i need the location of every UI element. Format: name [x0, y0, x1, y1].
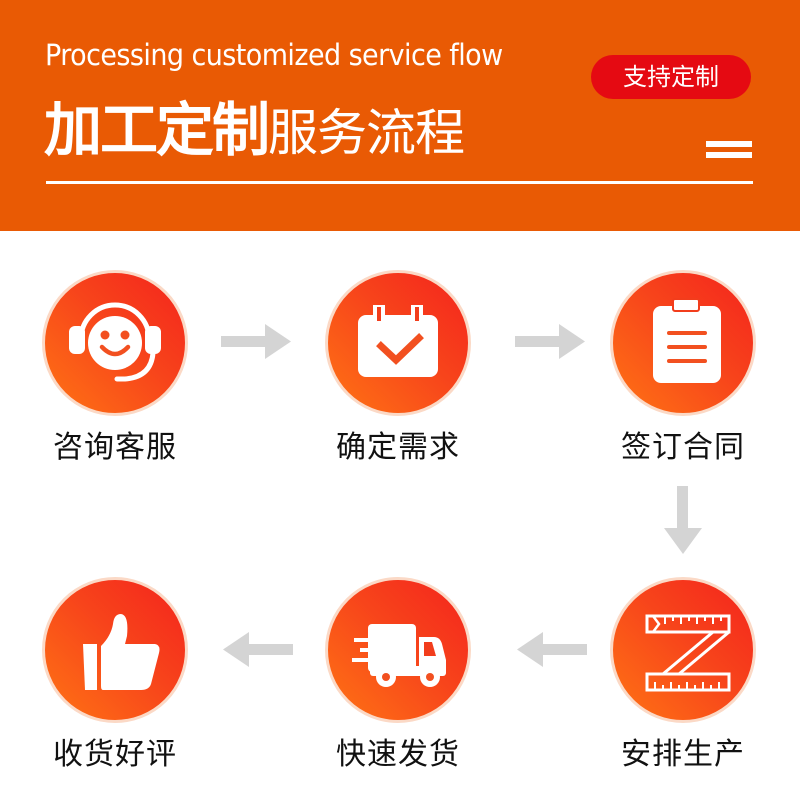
step-label: 确定需求	[336, 430, 460, 465]
step-circle	[610, 270, 756, 416]
arrow-right-icon	[221, 324, 291, 359]
step-delivery[interactable]: 快速发货	[308, 577, 488, 787]
step-label: 收货好评	[53, 737, 177, 772]
header-divider	[46, 181, 753, 184]
ruler-z-icon	[645, 614, 731, 692]
step-circle	[325, 270, 471, 416]
title-bold: 加工定制	[44, 96, 270, 164]
arrow-right-icon	[515, 324, 585, 359]
step-contract[interactable]: 签订合同	[593, 270, 773, 480]
clipboard-contract-icon	[653, 298, 721, 383]
step-label: 签订合同	[621, 430, 745, 465]
step-production[interactable]: 安排生产	[593, 577, 773, 787]
step-circle	[42, 270, 188, 416]
step-review[interactable]: 收货好评	[25, 577, 205, 787]
arrow-left-icon	[223, 632, 293, 667]
step-consult[interactable]: 咨询客服	[25, 270, 205, 480]
menu-lines-icon	[706, 141, 752, 159]
step-label: 咨询客服	[53, 430, 177, 465]
page-title: 加工定制服务流程	[44, 96, 465, 177]
subtitle: Processing customized service flow	[45, 38, 503, 72]
arrow-down-icon	[664, 486, 702, 554]
step-label: 快速发货	[336, 737, 460, 772]
header-banner: Processing customized service flow 加工定制服…	[0, 0, 800, 231]
step-circle	[325, 577, 471, 723]
delivery-truck-icon	[352, 624, 446, 687]
title-light: 服务流程	[268, 104, 465, 162]
step-confirm[interactable]: 确定需求	[308, 270, 488, 480]
customization-badge[interactable]: 支持定制	[591, 55, 751, 99]
calendar-check-icon	[358, 305, 438, 377]
step-circle	[610, 577, 756, 723]
customer-service-headset-icon	[69, 302, 161, 382]
step-label: 安排生产	[621, 737, 745, 772]
thumbs-up-icon	[83, 614, 160, 690]
arrow-left-icon	[517, 632, 587, 667]
step-circle	[42, 577, 188, 723]
